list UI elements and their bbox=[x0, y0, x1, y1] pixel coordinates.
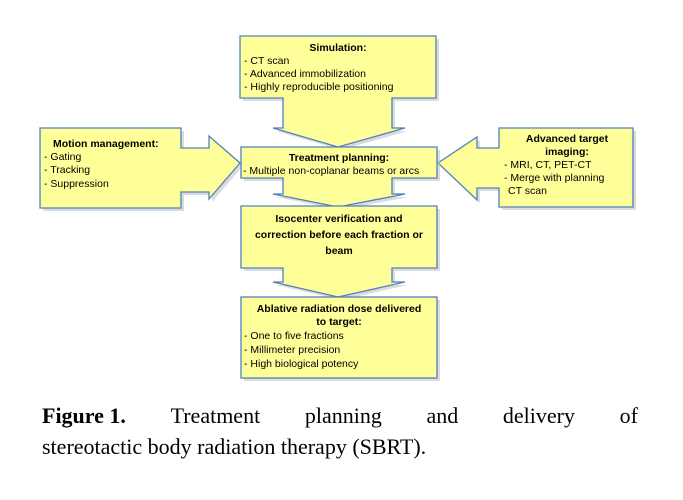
simulation-title: Simulation: bbox=[309, 42, 366, 54]
simulation-arrow-shape bbox=[239, 35, 437, 148]
ablative-item: - Millimeter precision bbox=[244, 344, 340, 356]
simulation-item: - Advanced immobilization bbox=[244, 68, 366, 80]
caption-word: delivery bbox=[502, 403, 575, 428]
caption-word: of bbox=[619, 403, 638, 428]
ablative-title-line: Ablative radiation dose delivered bbox=[257, 303, 422, 315]
caption-word: Treatment bbox=[170, 403, 261, 428]
isocenter-callout: Isocenter verification and correction be… bbox=[240, 205, 440, 300]
figure-label: Figure 1. bbox=[42, 403, 126, 428]
caption-line-2: stereotactic body radiation therapy (SBR… bbox=[42, 434, 427, 459]
advanced-imaging-item: - Merge with planning bbox=[504, 172, 605, 184]
simulation-item: - Highly reproducible positioning bbox=[244, 81, 394, 93]
treatment-planning-item: - Multiple non-coplanar beams or arcs bbox=[243, 165, 419, 177]
advanced-imaging-callout: Advanced target imaging: - MRI, CT, PET-… bbox=[436, 127, 636, 210]
advanced-imaging-item: - MRI, CT, PET-CT bbox=[504, 159, 592, 171]
motion-management-item: - Gating bbox=[44, 151, 82, 163]
figure-caption: Figure 1. Treatment planning and deliver… bbox=[42, 400, 638, 462]
ablative-box-shape bbox=[240, 296, 438, 379]
sbrt-flow-diagram: Simulation: - CT scan - Advanced immobil… bbox=[39, 35, 636, 381]
motion-management-callout: Motion management: - Gating - Tracking -… bbox=[39, 127, 243, 211]
isocenter-text-line: beam bbox=[325, 245, 352, 257]
isocenter-text-line: Isocenter verification and bbox=[275, 213, 402, 225]
simulation-item: - CT scan bbox=[244, 55, 289, 67]
motion-management-arrow-shape bbox=[39, 127, 241, 209]
ablative-title-line: to target: bbox=[316, 316, 362, 328]
isocenter-arrow-shape bbox=[240, 205, 438, 298]
treatment-planning-callout: Treatment planning: - Multiple non-copla… bbox=[240, 146, 440, 210]
advanced-imaging-title-line: Advanced target bbox=[526, 133, 609, 145]
motion-management-title: Motion management: bbox=[53, 138, 159, 150]
ablative-dose-box: Ablative radiation dose delivered to tar… bbox=[240, 296, 440, 381]
caption-word: planning bbox=[304, 403, 382, 428]
caption-line-1: Figure 1. Treatment planning and deliver… bbox=[42, 400, 638, 431]
treatment-planning-title: Treatment planning: bbox=[289, 152, 389, 164]
treatment-planning-arrow-shape bbox=[240, 146, 438, 208]
isocenter-text-line: correction before each fraction or bbox=[255, 229, 423, 241]
caption-word: and bbox=[426, 403, 459, 428]
advanced-imaging-arrow-shape bbox=[436, 127, 634, 208]
advanced-imaging-item: CT scan bbox=[508, 185, 547, 197]
simulation-callout: Simulation: - CT scan - Advanced immobil… bbox=[239, 35, 439, 150]
ablative-item: - One to five fractions bbox=[244, 330, 344, 342]
motion-management-item: - Tracking bbox=[44, 164, 90, 176]
ablative-item: - High biological potency bbox=[244, 358, 359, 370]
motion-management-item: - Suppression bbox=[44, 178, 109, 190]
advanced-imaging-title-line: imaging: bbox=[545, 146, 589, 158]
